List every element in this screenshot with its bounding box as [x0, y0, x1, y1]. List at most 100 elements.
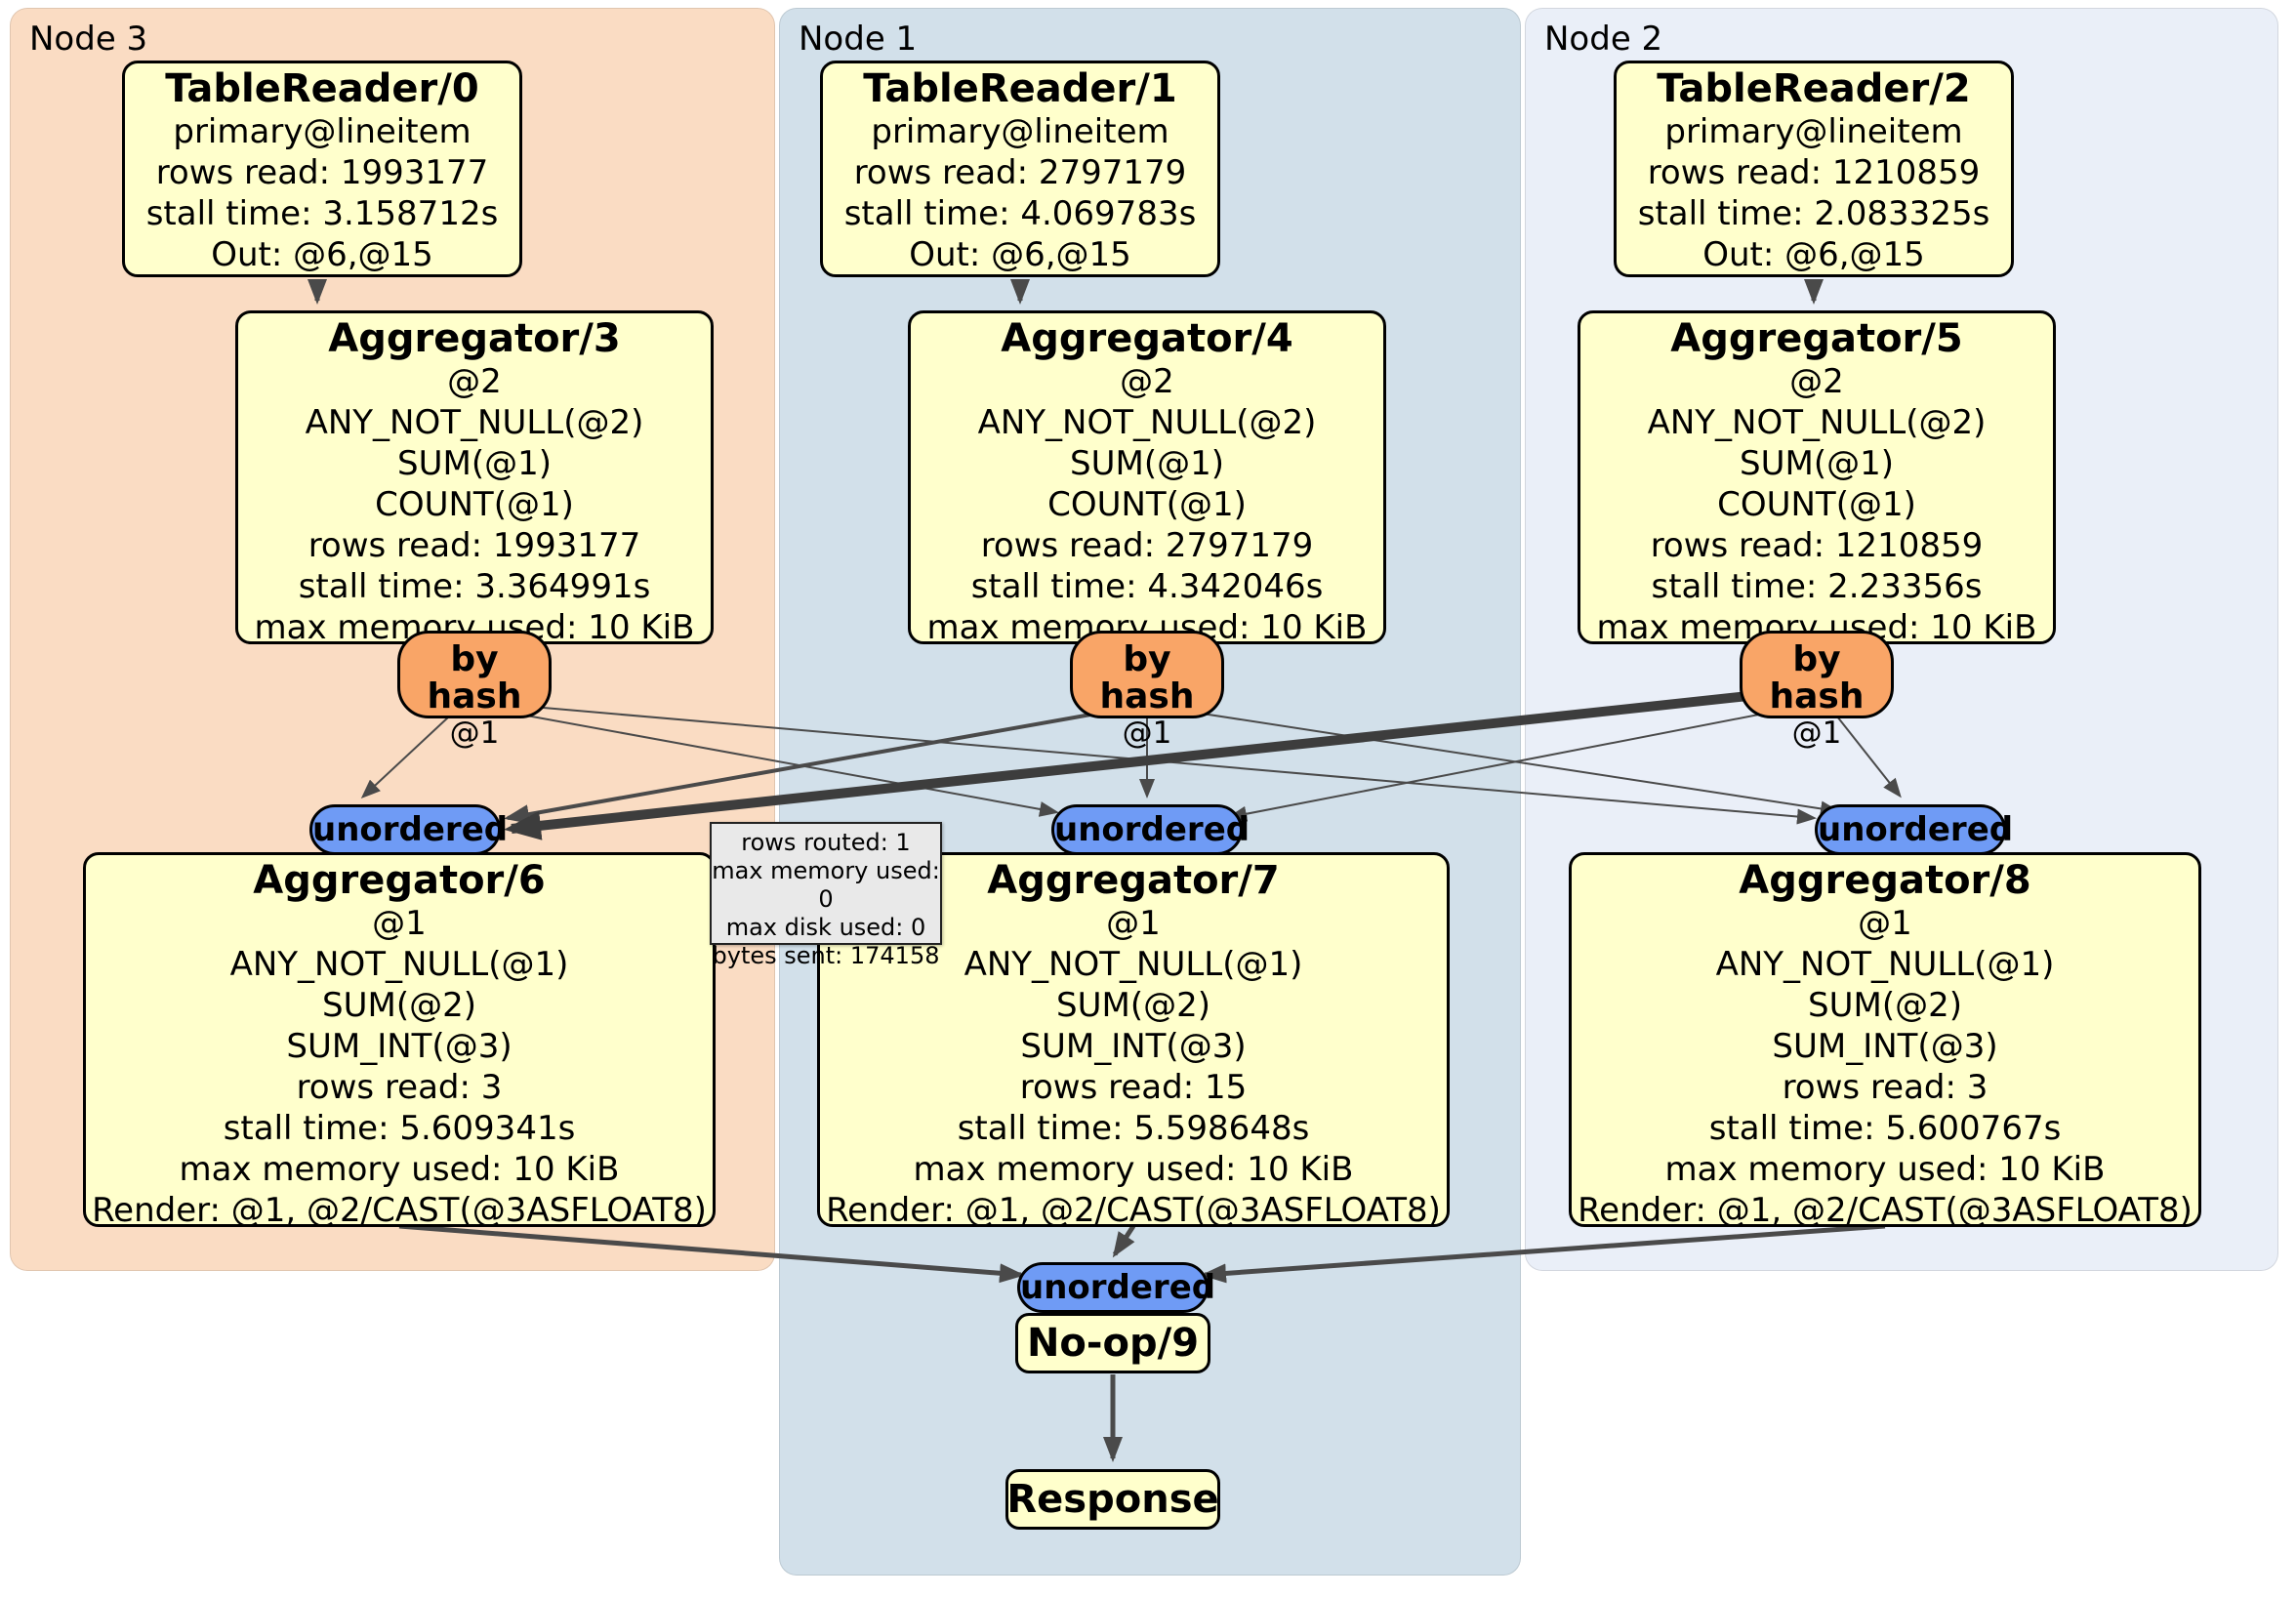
processor-line: @2: [1120, 362, 1174, 401]
processor-line: ANY_NOT_NULL(@2): [977, 403, 1317, 442]
processor-line: stall time: 5.598648s: [957, 1109, 1310, 1148]
processor-line: rows read: 1210859: [1650, 526, 1984, 565]
processor-aggregator-6: Aggregator/6 @1 ANY_NOT_NULL(@1) SUM(@2)…: [83, 852, 716, 1230]
collector-unordered-right: unordered: [1815, 804, 2013, 855]
collector-unordered-middle: unordered: [1051, 804, 1250, 855]
collector-unordered-left: unordered: [309, 804, 508, 855]
router-detail: @1: [1122, 716, 1172, 751]
stream-hash3-to-middle[interactable]: [499, 710, 1059, 817]
processor-title: TableReader/0: [165, 66, 479, 111]
node2-label: Node 2: [1544, 20, 1663, 59]
processor-line: SUM_INT(@3): [1020, 1027, 1247, 1066]
router-title: by hash: [1769, 639, 1865, 717]
processor-line: rows read: 3: [296, 1068, 503, 1107]
processor-line: SUM(@2): [322, 986, 476, 1025]
stream-hash3-to-left[interactable]: [360, 716, 450, 799]
processor-line: @1: [1858, 904, 1912, 943]
processor-line: @2: [447, 362, 502, 401]
processor-line: SUM(@1): [1070, 444, 1224, 483]
processor-line: Out: @6,@15: [909, 235, 1131, 274]
processor-line: Render: @1, @2/CAST(@3ASFLOAT8): [92, 1191, 707, 1230]
processor-aggregator-4: Aggregator/4 @2 ANY_NOT_NULL(@2) SUM(@1)…: [908, 310, 1386, 647]
processor-line: rows read: 1210859: [1647, 153, 1981, 192]
collector-unordered-final: unordered: [1017, 1262, 1215, 1313]
edge-agg7-final[interactable]: [1112, 1224, 1136, 1258]
processor-line: stall time: 2.083325s: [1637, 194, 1990, 233]
processor-response: Response: [1005, 1469, 1220, 1530]
stream-hash2-to-right[interactable]: [1836, 716, 1902, 798]
processor-title: Aggregator/6: [253, 858, 546, 903]
processor-tablereader-1: TableReader/1 primary@lineitem rows read…: [820, 61, 1220, 277]
stream-hash2-to-left[interactable]: [504, 690, 1758, 840]
router-title: by hash: [427, 639, 522, 717]
processor-line: rows read: 3: [1782, 1068, 1988, 1107]
processor-title: Aggregator/7: [987, 858, 1280, 903]
processor-line: @1: [372, 904, 427, 943]
processor-line: stall time: 3.158712s: [145, 194, 499, 233]
processor-line: ANY_NOT_NULL(@1): [229, 945, 569, 984]
processor-line: stall time: 3.364991s: [298, 567, 651, 606]
tooltip-line: max disk used: 0: [725, 914, 926, 941]
processor-line: COUNT(@1): [375, 485, 574, 524]
processor-line: primary@lineitem: [173, 112, 472, 151]
processor-tablereader-2: TableReader/2 primary@lineitem rows read…: [1614, 61, 2014, 277]
processor-title: TableReader/1: [863, 66, 1177, 111]
processor-line: rows read: 15: [1019, 1068, 1248, 1107]
processor-title: Aggregator/3: [328, 316, 621, 361]
tooltip-line: rows routed: 1: [741, 829, 911, 856]
processor-aggregator-7: Aggregator/7 @1 ANY_NOT_NULL(@1) SUM(@2)…: [817, 852, 1450, 1230]
processor-line: SUM(@1): [397, 444, 552, 483]
processor-line: Render: @1, @2/CAST(@3ASFLOAT8): [1578, 1191, 2193, 1230]
processor-line: primary@lineitem: [1664, 112, 1963, 151]
processor-line: rows read: 2797179: [980, 526, 1314, 565]
processor-aggregator-5: Aggregator/5 @2 ANY_NOT_NULL(@2) SUM(@1)…: [1578, 310, 2056, 647]
processor-line: Out: @6,@15: [1702, 235, 1925, 274]
stream-hash1-to-left[interactable]: [504, 709, 1114, 825]
processor-line: ANY_NOT_NULL(@1): [1715, 945, 2055, 984]
processor-aggregator-8: Aggregator/8 @1 ANY_NOT_NULL(@1) SUM(@2)…: [1569, 852, 2201, 1230]
processor-line: SUM(@2): [1808, 986, 1962, 1025]
processor-noop-9: No-op/9: [1015, 1313, 1210, 1373]
router-by-hash-node3: by hash @1: [397, 631, 552, 751]
processor-line: SUM(@1): [1740, 444, 1894, 483]
processor-line: stall time: 2.23356s: [1651, 567, 1983, 606]
processor-line: SUM_INT(@3): [286, 1027, 512, 1066]
router-detail: @1: [1791, 716, 1842, 751]
processor-line: COUNT(@1): [1047, 485, 1247, 524]
processor-title: TableReader/2: [1657, 66, 1971, 111]
router-title: by hash: [1099, 639, 1195, 717]
tooltip-line: bytes sent: 174158: [712, 942, 940, 969]
tooltip-line: max memory used: 0: [712, 857, 940, 913]
processor-line: ANY_NOT_NULL(@2): [305, 403, 644, 442]
processor-title: Aggregator/5: [1670, 316, 1963, 361]
processor-line: ANY_NOT_NULL(@2): [1647, 403, 1987, 442]
node3-label: Node 3: [29, 20, 148, 59]
processor-line: rows read: 1993177: [308, 526, 641, 565]
router-detail: @1: [449, 716, 500, 751]
processor-tablereader-0: TableReader/0 primary@lineitem rows read…: [122, 61, 522, 277]
router-by-hash-node1: by hash @1: [1070, 631, 1224, 751]
processor-line: @1: [1106, 904, 1161, 943]
edge-agg6-final[interactable]: [398, 1223, 1025, 1284]
processor-line: max memory used: 10 KiB: [1664, 1150, 2106, 1189]
processor-title: Aggregator/4: [1001, 316, 1293, 361]
node1-label: Node 1: [799, 20, 918, 59]
processor-line: stall time: 5.609341s: [223, 1109, 576, 1148]
processor-line: Render: @1, @2/CAST(@3ASFLOAT8): [826, 1191, 1441, 1230]
processor-line: primary@lineitem: [871, 112, 1169, 151]
processor-line: max memory used: 10 KiB: [913, 1150, 1354, 1189]
processor-line: stall time: 4.342046s: [970, 567, 1324, 606]
processor-line: SUM(@2): [1056, 986, 1210, 1025]
stream-hash2-to-middle[interactable]: [1227, 712, 1770, 822]
processor-aggregator-3: Aggregator/3 @2 ANY_NOT_NULL(@2) SUM(@1)…: [235, 310, 714, 647]
stream-stats-tooltip: rows routed: 1 max memory used: 0 max di…: [710, 822, 942, 969]
processor-line: stall time: 4.069783s: [843, 194, 1197, 233]
processor-line: stall time: 5.600767s: [1708, 1109, 2062, 1148]
stream-hash1-to-right[interactable]: [1182, 710, 1840, 817]
router-by-hash-node2: by hash @1: [1740, 631, 1894, 751]
processor-line: rows read: 2797179: [853, 153, 1187, 192]
processor-line: ANY_NOT_NULL(@1): [964, 945, 1303, 984]
edge-agg8-final[interactable]: [1201, 1223, 1886, 1284]
processor-line: SUM_INT(@3): [1772, 1027, 1998, 1066]
